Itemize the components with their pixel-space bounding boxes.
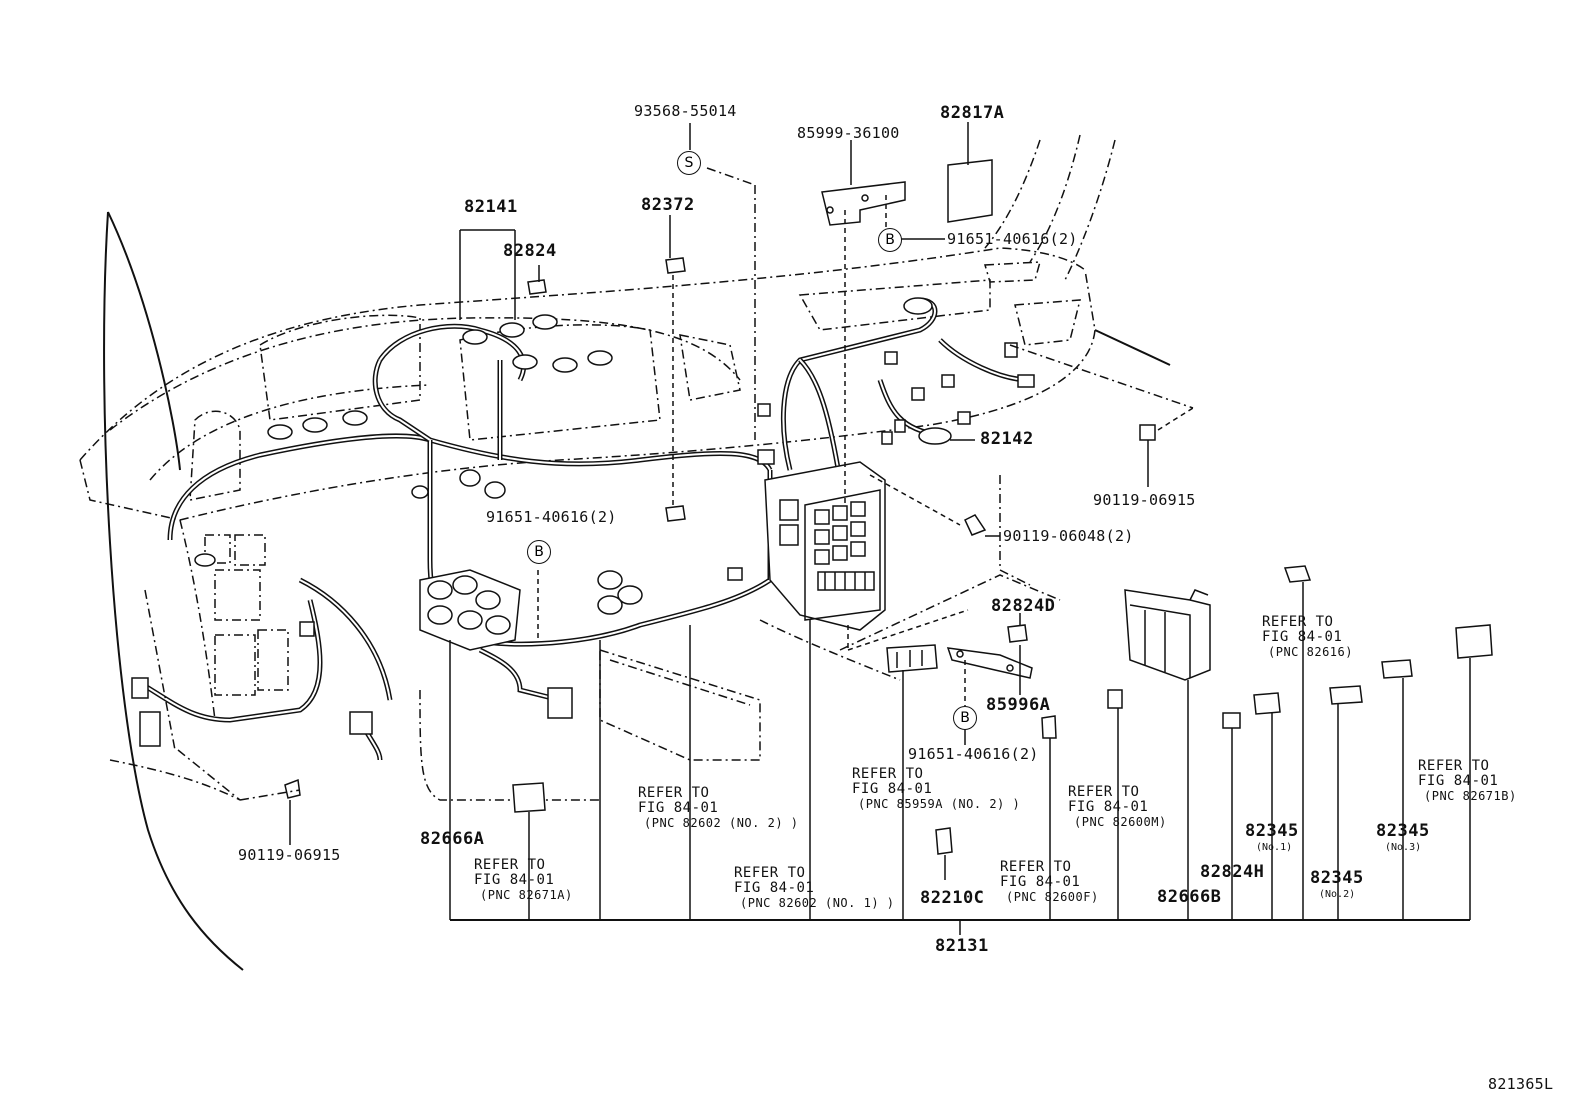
junction-block bbox=[764, 461, 886, 631]
label-82345-no3-sub: (No.3) bbox=[1385, 842, 1422, 853]
label-90119-06915-left: 90119-06915 bbox=[238, 846, 341, 864]
label-82142: 82142 bbox=[980, 429, 1034, 449]
label-82666a: 82666A bbox=[420, 829, 485, 849]
refer-82671a: REFER TO FIG 84-01 (PNC 82671A) bbox=[474, 858, 573, 903]
refer-82600f: REFER TO FIG 84-01 (PNC 82600F) bbox=[1000, 860, 1099, 905]
refer-line: FIG 84-01 bbox=[1418, 773, 1499, 789]
drop-lines bbox=[449, 582, 1471, 935]
small-components bbox=[284, 424, 1493, 855]
label-82345-no2: 82345 bbox=[1310, 868, 1364, 888]
refer-line: FIG 84-01 bbox=[852, 781, 933, 797]
label-82345-no3: 82345 bbox=[1376, 821, 1430, 841]
refer-line: REFER TO bbox=[474, 857, 546, 873]
leader-lines bbox=[144, 122, 1194, 845]
refer-line: (PNC 82600M) bbox=[1074, 815, 1167, 829]
figure-code: 821365L bbox=[1488, 1075, 1554, 1093]
refer-line: FIG 84-01 bbox=[1262, 629, 1343, 645]
vehicle-pillar bbox=[103, 211, 244, 971]
refer-line: (PNC 82671B) bbox=[1424, 789, 1517, 803]
refer-line: REFER TO bbox=[1262, 614, 1334, 630]
refer-line: FIG 84-01 bbox=[1068, 799, 1149, 815]
symbol-b-low: B bbox=[953, 706, 977, 730]
refer-line: (PNC 82616) bbox=[1268, 645, 1353, 659]
label-82666b: 82666B bbox=[1157, 887, 1222, 907]
label-82824: 82824 bbox=[503, 241, 557, 261]
gauge-openings bbox=[189, 261, 1081, 696]
left-junction-cluster bbox=[419, 569, 643, 651]
label-82345-no1-sub: (No.1) bbox=[1256, 842, 1293, 853]
bracket-85996a bbox=[946, 647, 1033, 679]
label-91651-40616-top: 91651-40616(2) bbox=[947, 230, 1078, 248]
label-91651-40616-mid: 91651-40616(2) bbox=[486, 508, 617, 526]
label-82824d: 82824D bbox=[991, 596, 1056, 616]
refer-line: REFER TO bbox=[734, 865, 806, 881]
bracket-85999 bbox=[821, 181, 906, 226]
refer-line: (PNC 82600F) bbox=[1006, 890, 1099, 904]
refer-line: FIG 84-01 bbox=[1000, 874, 1081, 890]
symbol-b-mid: B bbox=[527, 540, 551, 564]
refer-line: FIG 84-01 bbox=[638, 800, 719, 816]
refer-line: (PNC 82602 (NO. 1) ) bbox=[740, 896, 895, 910]
instrument-panel-outline bbox=[79, 134, 1171, 801]
label-82345-no1: 82345 bbox=[1245, 821, 1299, 841]
symbol-b-top: B bbox=[878, 228, 902, 252]
refer-line: FIG 84-01 bbox=[734, 880, 815, 896]
pad-82817a bbox=[947, 159, 993, 223]
refer-line: (PNC 85959A (NO. 2) ) bbox=[858, 797, 1021, 811]
refer-line: REFER TO bbox=[638, 785, 710, 801]
label-82817a: 82817A bbox=[940, 103, 1005, 123]
refer-line: FIG 84-01 bbox=[474, 872, 555, 888]
symbol-s: S bbox=[677, 151, 701, 175]
label-82210c: 82210C bbox=[920, 888, 985, 908]
refer-82602-no1: REFER TO FIG 84-01 (PNC 82602 (NO. 1) ) bbox=[734, 866, 895, 911]
label-82824h: 82824H bbox=[1200, 862, 1265, 882]
label-85999-36100: 85999-36100 bbox=[797, 124, 900, 142]
refer-line: REFER TO bbox=[852, 766, 924, 782]
refer-line: REFER TO bbox=[1000, 859, 1072, 875]
refer-82600m: REFER TO FIG 84-01 (PNC 82600M) bbox=[1068, 785, 1167, 830]
label-90119-06915-right: 90119-06915 bbox=[1093, 491, 1196, 509]
refer-line: (PNC 82671A) bbox=[480, 888, 573, 902]
refer-82671b: REFER TO FIG 84-01 (PNC 82671B) bbox=[1418, 759, 1517, 804]
label-82131: 82131 bbox=[935, 936, 989, 956]
refer-line: REFER TO bbox=[1068, 784, 1140, 800]
ecu-82666b bbox=[1124, 589, 1211, 681]
label-85996a: 85996A bbox=[986, 695, 1051, 715]
main-harness-wires bbox=[133, 297, 1031, 761]
label-82345-no2-sub: (No.2) bbox=[1319, 889, 1356, 900]
refer-line: (PNC 82602 (NO. 2) ) bbox=[644, 816, 799, 830]
refer-85959a: REFER TO FIG 84-01 (PNC 85959A (NO. 2) ) bbox=[852, 767, 1020, 812]
label-82372: 82372 bbox=[641, 195, 695, 215]
refer-82602-no2: REFER TO FIG 84-01 (PNC 82602 (NO. 2) ) bbox=[638, 786, 799, 831]
refer-82616: REFER TO FIG 84-01 (PNC 82616) bbox=[1262, 615, 1353, 660]
small-pads bbox=[527, 257, 686, 522]
refer-line: REFER TO bbox=[1418, 758, 1490, 774]
label-91651-40616-low: 91651-40616(2) bbox=[908, 745, 1039, 763]
label-82141: 82141 bbox=[464, 197, 518, 217]
label-90119-06048: 90119-06048(2) bbox=[1003, 527, 1134, 545]
label-93568-55014: 93568-55014 bbox=[634, 102, 737, 120]
